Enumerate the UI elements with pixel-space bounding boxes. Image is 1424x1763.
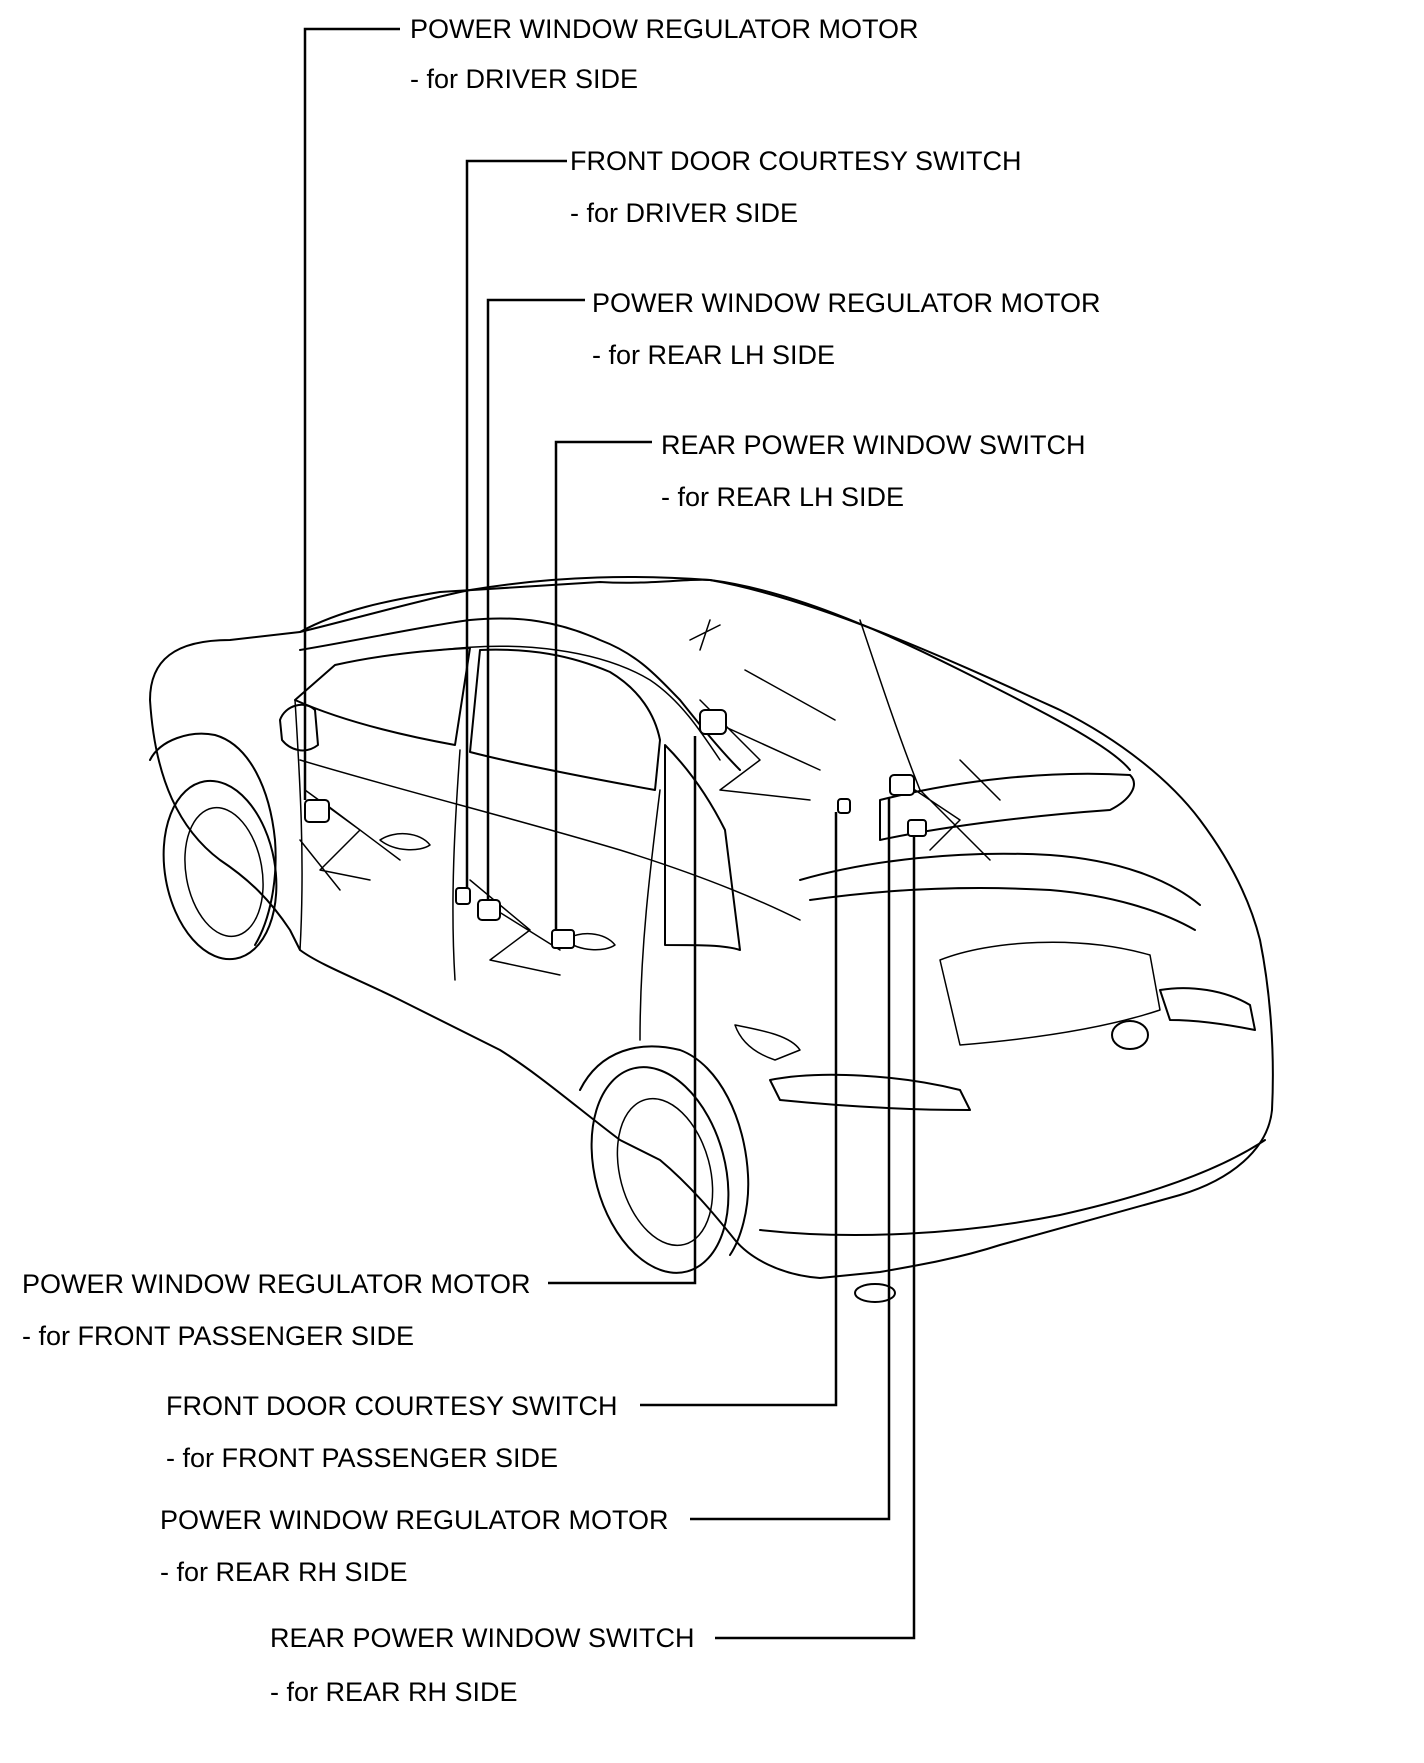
label-driver-courtesy-switch: FRONT DOOR COURTESY SWITCH - for DRIVER … xyxy=(570,146,1022,228)
label-title: POWER WINDOW REGULATOR MOTOR xyxy=(410,14,919,44)
label-subtitle: - for REAR LH SIDE xyxy=(592,340,835,370)
label-subtitle: - for REAR RH SIDE xyxy=(160,1557,408,1587)
label-title: FRONT DOOR COURTESY SWITCH xyxy=(166,1391,618,1421)
label-front-passenger-courtesy-switch: FRONT DOOR COURTESY SWITCH - for FRONT P… xyxy=(166,1391,618,1473)
leader-lines xyxy=(303,27,916,1640)
label-rear-lh-window-switch: REAR POWER WINDOW SWITCH - for REAR LH S… xyxy=(661,430,1085,512)
label-subtitle: - for FRONT PASSENGER SIDE xyxy=(166,1443,558,1473)
label-subtitle: - for REAR LH SIDE xyxy=(661,482,904,512)
label-rear-rh-window-switch: REAR POWER WINDOW SWITCH - for REAR RH S… xyxy=(270,1623,694,1707)
label-front-passenger-regulator-motor: POWER WINDOW REGULATOR MOTOR - for FRONT… xyxy=(22,1269,531,1351)
label-driver-regulator-motor: POWER WINDOW REGULATOR MOTOR - for DRIVE… xyxy=(410,14,919,94)
vehicle-illustration xyxy=(149,576,1274,1303)
label-rear-rh-regulator-motor: POWER WINDOW REGULATOR MOTOR - for REAR … xyxy=(160,1505,669,1587)
label-title: POWER WINDOW REGULATOR MOTOR xyxy=(22,1269,531,1299)
label-subtitle: - for DRIVER SIDE xyxy=(570,198,798,228)
label-title: POWER WINDOW REGULATOR MOTOR xyxy=(592,288,1101,318)
label-title: FRONT DOOR COURTESY SWITCH xyxy=(570,146,1022,176)
label-rear-lh-regulator-motor: POWER WINDOW REGULATOR MOTOR - for REAR … xyxy=(592,288,1101,370)
label-subtitle: - for REAR RH SIDE xyxy=(270,1677,518,1707)
label-title: REAR POWER WINDOW SWITCH xyxy=(661,430,1085,460)
label-subtitle: - for DRIVER SIDE xyxy=(410,64,638,94)
label-title: REAR POWER WINDOW SWITCH xyxy=(270,1623,694,1653)
label-title: POWER WINDOW REGULATOR MOTOR xyxy=(160,1505,669,1535)
label-subtitle: - for FRONT PASSENGER SIDE xyxy=(22,1321,414,1351)
